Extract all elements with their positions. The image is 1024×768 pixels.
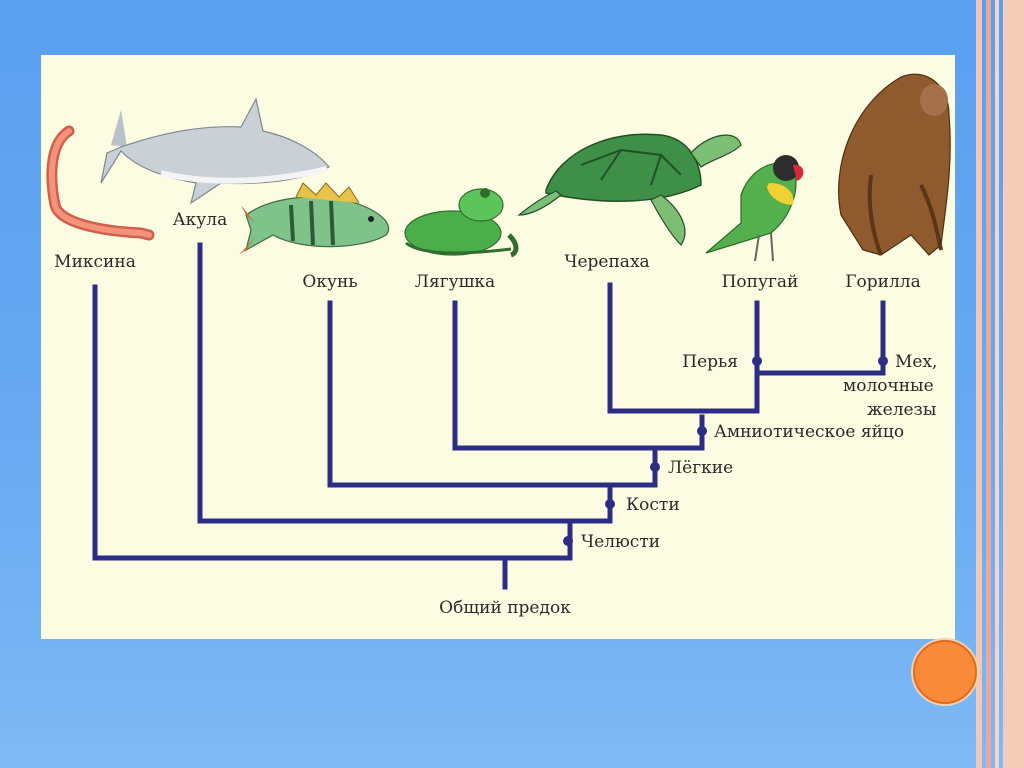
- label-lungs: Лёгкие: [668, 458, 733, 478]
- turtle-illustration: [517, 133, 742, 246]
- decorative-orange-circle: [913, 640, 977, 704]
- label-shark: Акула: [173, 210, 227, 230]
- label-bones: Кости: [626, 495, 680, 515]
- label-frog: Лягушка: [415, 272, 495, 292]
- trait-nodes: [563, 356, 888, 546]
- diagram-panel: Миксина Акула Окунь Лягушка Черепаха Поп…: [41, 55, 955, 639]
- label-fur-line3: железы: [867, 400, 936, 420]
- parrot-illustration: [705, 155, 804, 262]
- tree-branches: [92, 242, 886, 590]
- decorative-edge-stripes: [976, 0, 1024, 768]
- hagfish-illustration: [46, 125, 155, 241]
- label-parrot: Попугай: [722, 272, 799, 292]
- shark-illustration: [100, 97, 330, 205]
- label-fur-line2: молочные: [843, 376, 934, 396]
- perch-illustration: [239, 182, 390, 255]
- frog-illustration: [404, 188, 519, 258]
- label-amniotic-egg: Амниотическое яйцо: [714, 422, 904, 442]
- label-gorilla: Горилла: [845, 272, 920, 292]
- phylogenetic-tree: Миксина Акула Окунь Лягушка Черепаха Поп…: [46, 73, 951, 618]
- label-turtle: Черепаха: [564, 252, 649, 272]
- label-feathers: Перья: [682, 352, 738, 372]
- label-fur-line1: Мех,: [895, 352, 937, 372]
- label-perch: Окунь: [302, 272, 357, 292]
- label-hagfish: Миксина: [54, 252, 136, 272]
- label-jaws: Челюсти: [581, 532, 660, 552]
- gorilla-illustration: [838, 73, 951, 256]
- label-common-ancestor: Общий предок: [439, 598, 571, 618]
